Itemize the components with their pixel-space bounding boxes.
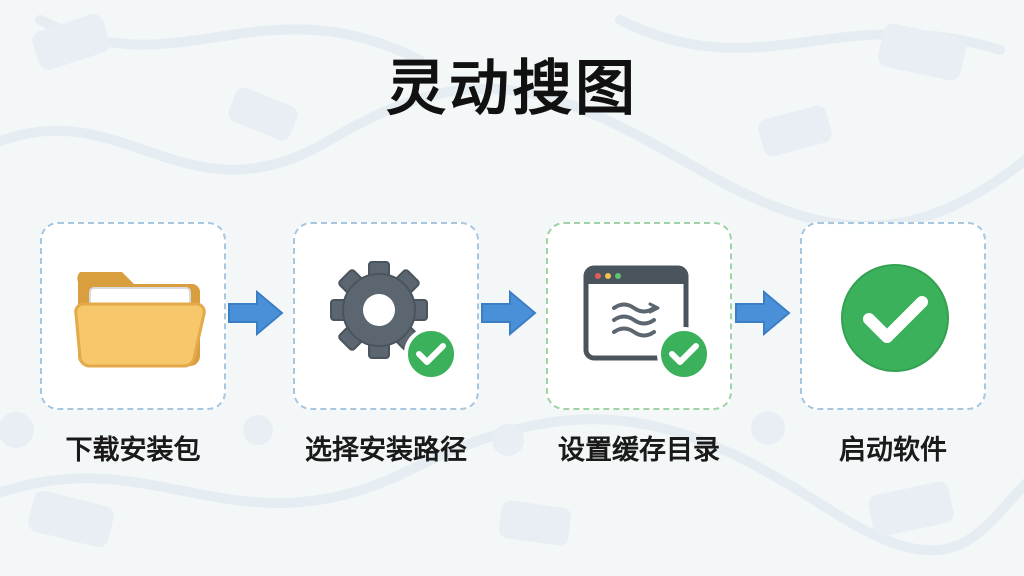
green-check-circle-icon <box>841 264 949 372</box>
arrow-icon <box>735 289 791 337</box>
gear-check-icon <box>330 261 458 381</box>
folder-icon <box>74 272 206 368</box>
step-box-download <box>40 222 226 410</box>
page-title: 灵动搜图 <box>386 54 638 124</box>
step-box-launch <box>800 222 986 410</box>
step-label-cache-dir: 设置缓存目录 <box>558 435 720 466</box>
step-label-install-path: 选择安装路径 <box>305 435 467 466</box>
arrow-icon <box>481 289 537 337</box>
step-label-launch: 启动软件 <box>839 435 947 466</box>
step-box-cache-dir <box>546 222 732 410</box>
arrow-icon <box>228 289 284 337</box>
window-cache-check-icon <box>583 265 711 381</box>
step-label-download: 下载安装包 <box>65 435 201 466</box>
step-box-install-path <box>293 222 479 410</box>
